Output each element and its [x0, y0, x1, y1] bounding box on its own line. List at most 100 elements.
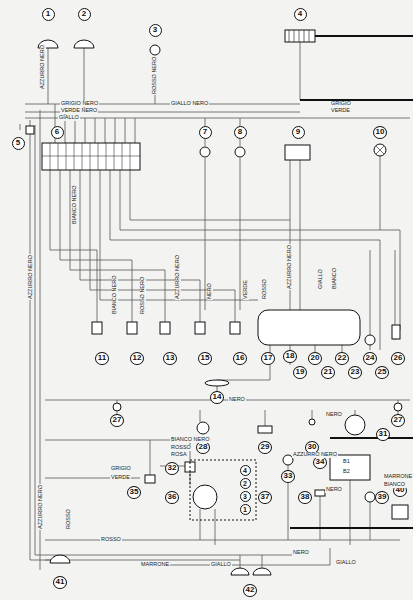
callout-text: 32 [168, 464, 177, 472]
callout-number: 17 [261, 352, 275, 365]
callout-text: 3 [153, 26, 157, 34]
wire-color-label: NERO [325, 487, 343, 493]
wire-color-label: ROSA [170, 452, 188, 458]
main-cable [290, 36, 413, 528]
wire-color-label: ROSSO [66, 508, 72, 530]
ignition-switch [193, 485, 217, 509]
wire-color-label: ROSSO [262, 278, 268, 300]
wire-color-label: NERO [207, 282, 213, 300]
wire-color-label: AZZURRO NERO [292, 452, 338, 458]
callout-text: 18 [286, 352, 295, 360]
callout-number: 9 [292, 126, 305, 139]
callout-text: 7 [203, 128, 207, 136]
wire-color-label: GRIGIO [330, 101, 352, 107]
callout-text: 30 [308, 443, 317, 451]
callout-text: 29 [261, 443, 270, 451]
instrument-panel [258, 310, 360, 345]
callout-number: 8 [234, 126, 247, 139]
callout-text: 42 [246, 586, 255, 594]
callout-number: 38 [298, 491, 312, 504]
callout-number: 24 [363, 352, 377, 365]
callout-text: 41 [56, 578, 65, 586]
wire-color-label: GRIGIO NERO [60, 101, 99, 107]
connector-block [285, 30, 315, 42]
callout-number: 25 [375, 366, 389, 379]
callout-number: 18 [283, 350, 297, 363]
callout-number: 23 [348, 366, 362, 379]
callout-text: 34 [316, 458, 325, 466]
terminal-label: B2 [342, 469, 351, 475]
callout-text: 4 [243, 467, 247, 474]
callout-text: 14 [213, 393, 222, 401]
wire-color-label: AZZURRO NERO [38, 484, 44, 530]
wire-color-label: GIALLO [58, 115, 80, 121]
callout-text: 3 [243, 493, 247, 500]
lamp [205, 380, 229, 386]
callout-number: 12 [130, 352, 144, 365]
wire-color-label: VERDE NERO [60, 108, 98, 114]
callout-number: 35 [127, 486, 141, 499]
callout-number: 42 [243, 584, 257, 597]
wire-color-label: NERO [292, 550, 310, 556]
wire-color-label: AZZURRO NERO [287, 244, 293, 290]
wire-color-label: ROSSO [170, 445, 192, 451]
wire-color-label: ROSSO NERO [152, 56, 158, 95]
wire-color-label: BIANCO NERO [72, 184, 78, 225]
wire-color-label: GIALLO NERO [170, 101, 209, 107]
callout-text: 19 [296, 368, 305, 376]
callout-number: 11 [95, 352, 108, 365]
wire-color-label: AZZURRO NERO [28, 254, 34, 300]
callout-number: 32 [165, 462, 179, 475]
callout-number: 15 [198, 352, 212, 365]
wire-color-label: NERO [228, 397, 246, 403]
wiper-motor [345, 415, 365, 435]
terminal-number: 4 [240, 465, 251, 476]
fuse-box [42, 143, 140, 170]
switch [26, 126, 34, 134]
terminal-number: 3 [240, 491, 251, 502]
wire-color-label: BIANCO NERO [170, 437, 211, 443]
callout-text: 39 [378, 493, 387, 501]
callout-text: 1 [46, 10, 50, 18]
callout-text: 9 [296, 128, 300, 136]
callout-text: 35 [130, 488, 139, 496]
wire-color-label: GIALLO [210, 562, 232, 568]
wire-color-label: VERDE [243, 279, 249, 300]
callout-number: 26 [391, 352, 405, 365]
callout-number: 1 [42, 8, 55, 21]
callout-text: 22 [338, 354, 347, 362]
callout-text: 15 [201, 354, 210, 362]
callout-text: 20 [311, 354, 320, 362]
callout-text: 16 [236, 354, 245, 362]
callout-text: 13 [166, 354, 175, 362]
callout-number: 2 [78, 8, 91, 21]
callout-text: 33 [284, 472, 293, 480]
callout-text: 21 [324, 368, 333, 376]
terminal-number: 2 [240, 478, 251, 489]
callout-text: 5 [16, 139, 20, 147]
callout-text: 23 [351, 368, 360, 376]
callout-number: 4 [294, 8, 307, 21]
callout-text: 27 [394, 416, 403, 424]
wire-color-label: MARRONE [140, 562, 170, 568]
wire-color-label: VERDE [330, 108, 351, 114]
callout-number: 36 [165, 491, 179, 504]
callout-text: 37 [261, 493, 270, 501]
wire-color-label: ROSSO NERO [140, 276, 146, 315]
wire-color-label: GRIGIO [110, 466, 132, 472]
callout-number: 7 [199, 126, 212, 139]
callout-number: 27 [391, 414, 405, 427]
callout-number: 29 [258, 441, 272, 454]
callout-text: 38 [301, 493, 310, 501]
callout-number: 19 [293, 366, 307, 379]
callout-text: 2 [82, 10, 86, 18]
component-symbols [26, 30, 408, 575]
wire-color-label: GIALLO [318, 268, 324, 290]
wire-color-label: GIALLO [335, 560, 357, 566]
callout-text: 8 [238, 128, 242, 136]
relay [285, 145, 310, 160]
callout-number: 41 [53, 576, 67, 589]
callout-text: 6 [55, 128, 59, 136]
